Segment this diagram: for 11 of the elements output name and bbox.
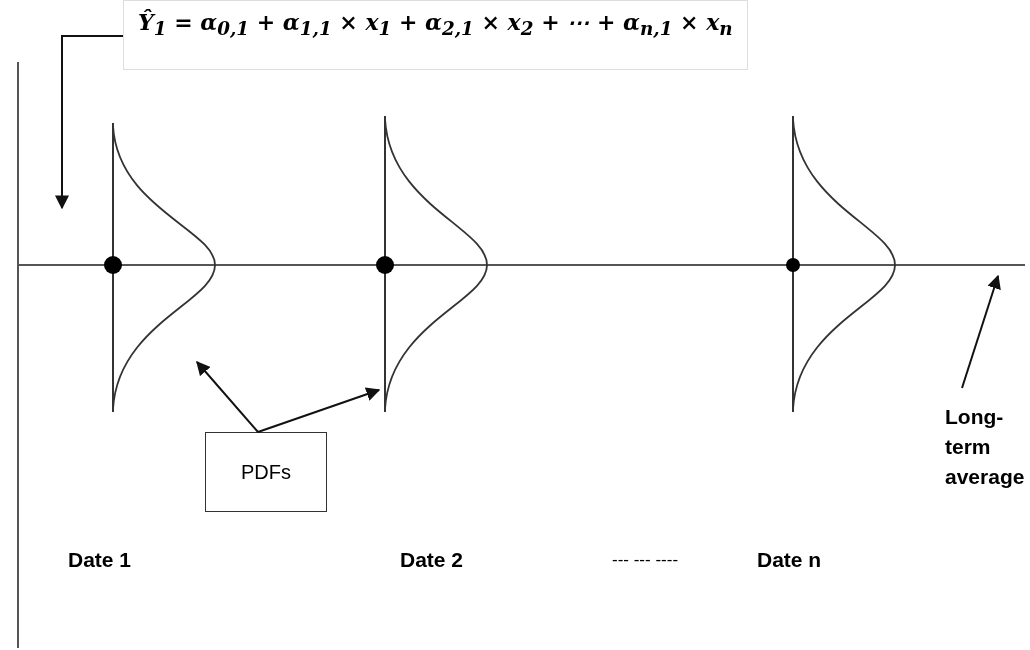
text-box: PDFs xyxy=(205,432,327,512)
arrow xyxy=(196,360,259,433)
date-label: Date 2 xyxy=(400,548,464,572)
arrow xyxy=(961,274,1001,389)
date-label: Date 1 xyxy=(68,548,132,572)
arrow xyxy=(55,35,124,210)
callout-text: Long-term average xyxy=(945,402,1030,492)
date-label: Date n xyxy=(757,548,822,572)
formula-box: Ŷ$_{1}$ = α$_{0,1}$ + α$_{1,1}$ × x$_{1}$ + α$_{2,1}$ × x$_{2}$ + ⋯ + α$_{n,1}$ × x$_{n}$ xyxy=(123,0,748,71)
arrow xyxy=(257,387,381,433)
ellipsis-dashes: --- --- ---- xyxy=(612,550,679,570)
